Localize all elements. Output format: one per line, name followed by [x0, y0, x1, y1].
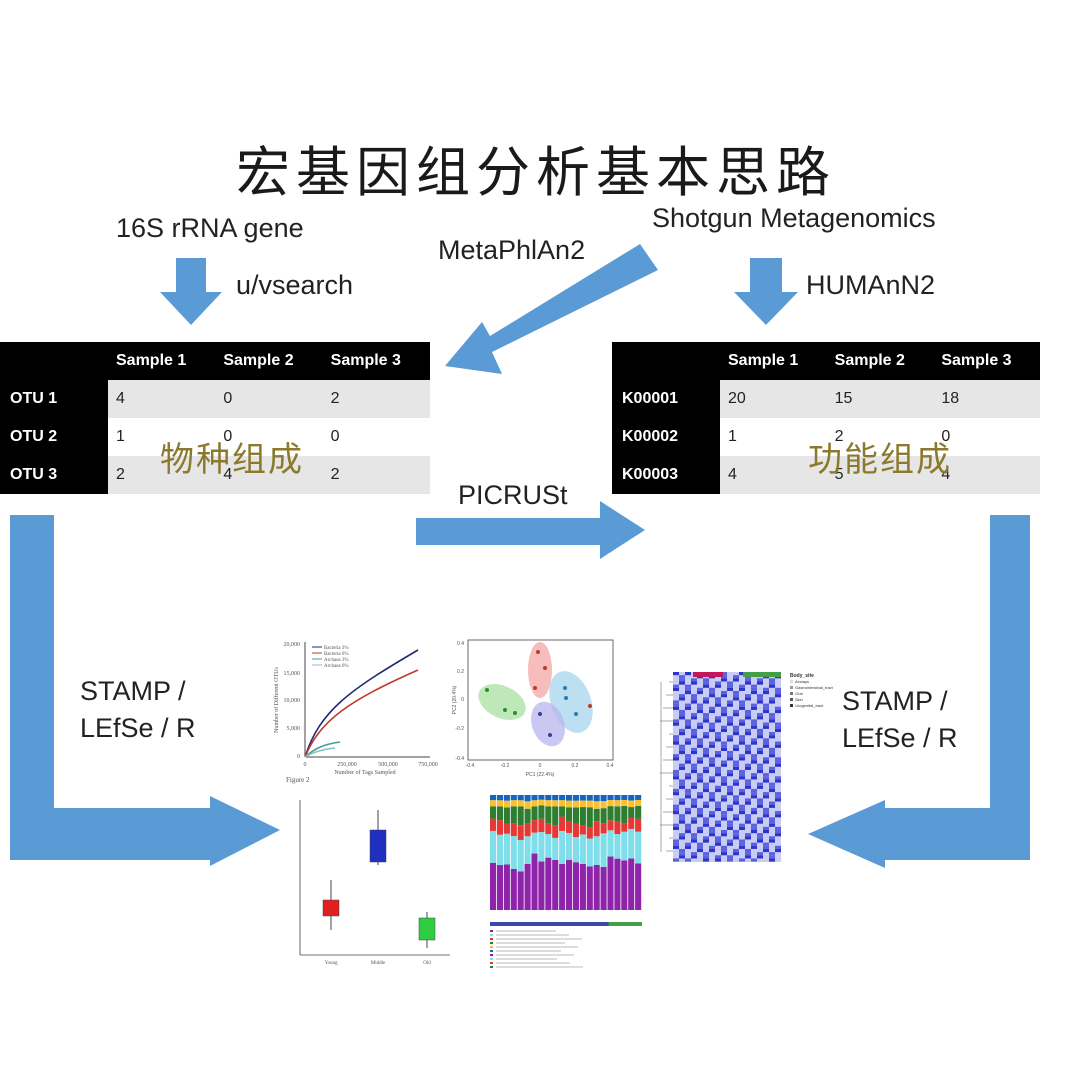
table-cell: 4 — [108, 380, 216, 418]
header-cell — [0, 342, 108, 380]
table-cell: 4 — [933, 456, 1040, 494]
table-cell: 1 — [720, 418, 827, 456]
table-cell: 20 — [720, 380, 827, 418]
row-label: OTU 3 — [0, 456, 108, 494]
header-cell: Sample 2 — [223, 352, 294, 369]
arrow-left-bend — [10, 515, 280, 866]
header-cell — [612, 342, 720, 380]
arrow-down-right — [734, 258, 798, 325]
species-table: Sample 1 Sample 2 Sample 3 OTU 1 4 0 2 O… — [0, 342, 430, 494]
table-row: OTU 2 1 0 0 — [0, 418, 430, 456]
label-stamp-right-1: STAMP / — [842, 686, 948, 716]
table-row: K00002 1 2 0 — [612, 418, 1040, 456]
table-cell: 2 — [108, 456, 216, 494]
header-cell: Sample 1 — [116, 352, 187, 369]
table-cell: 0 — [215, 380, 323, 418]
species-composition-label: 物种组成 — [160, 440, 304, 480]
row-label: OTU 2 — [0, 418, 108, 456]
label-16s-rrna: 16S rRNA gene — [116, 213, 304, 243]
function-table: Sample 1 Sample 2 Sample 3 K00001 20 15 … — [612, 342, 1040, 494]
label-shotgun: Shotgun Metagenomics — [652, 203, 936, 233]
table-cell: 2 — [322, 380, 430, 418]
table-cell: 0 — [322, 418, 430, 456]
label-stamp-left-2: LEfSe / R — [80, 713, 196, 743]
table-header: Sample 1 Sample 2 Sample 3 — [0, 342, 430, 380]
function-composition-label: 功能组成 — [808, 440, 952, 480]
table-cell: 0 — [215, 418, 323, 456]
table-row: OTU 3 2 4 2 — [0, 456, 430, 494]
header-cell: Sample 3 — [330, 352, 401, 369]
table-row: K00003 4 5 4 — [612, 456, 1040, 494]
table-cell: 4 — [720, 456, 827, 494]
label-vsearch: u/vsearch — [236, 270, 354, 300]
arrow-picrust — [416, 501, 645, 559]
arrow-right-bend — [808, 515, 1030, 868]
page-title: 宏基因组分析基本思路 — [236, 141, 836, 204]
table-cell: 0 — [933, 418, 1040, 456]
table-cell: 4 — [215, 456, 323, 494]
table-cell: 18 — [933, 380, 1040, 418]
table-cell: 2 — [322, 456, 430, 494]
row-label: K00001 — [612, 380, 720, 418]
label-stamp-left-1: STAMP / — [80, 676, 186, 706]
row-label: OTU 1 — [0, 380, 108, 418]
label-humann: HUMAnN2 — [806, 270, 936, 300]
table-header: Sample 1 Sample 2 Sample 3 — [612, 342, 1040, 380]
table-row: K00001 20 15 18 — [612, 380, 1040, 418]
label-metaphlan: MetaPhlAn2 — [438, 235, 586, 265]
row-label: K00003 — [612, 456, 720, 494]
header-cell: Sample 1 — [728, 352, 799, 369]
table-row: OTU 1 4 0 2 — [0, 380, 430, 418]
label-stamp-right-2: LEfSe / R — [842, 723, 958, 753]
header-cell: Sample 3 — [941, 352, 1012, 369]
arrow-metaphlan — [445, 244, 658, 374]
table-cell: 5 — [826, 456, 934, 494]
table-cell: 2 — [826, 418, 934, 456]
row-label: K00002 — [612, 418, 720, 456]
label-picrust: PICRUSt — [458, 480, 568, 510]
arrow-down-left — [160, 258, 222, 325]
table-cell: 1 — [108, 418, 216, 456]
header-cell: Sample 2 — [834, 352, 905, 369]
table-cell: 15 — [826, 380, 934, 418]
